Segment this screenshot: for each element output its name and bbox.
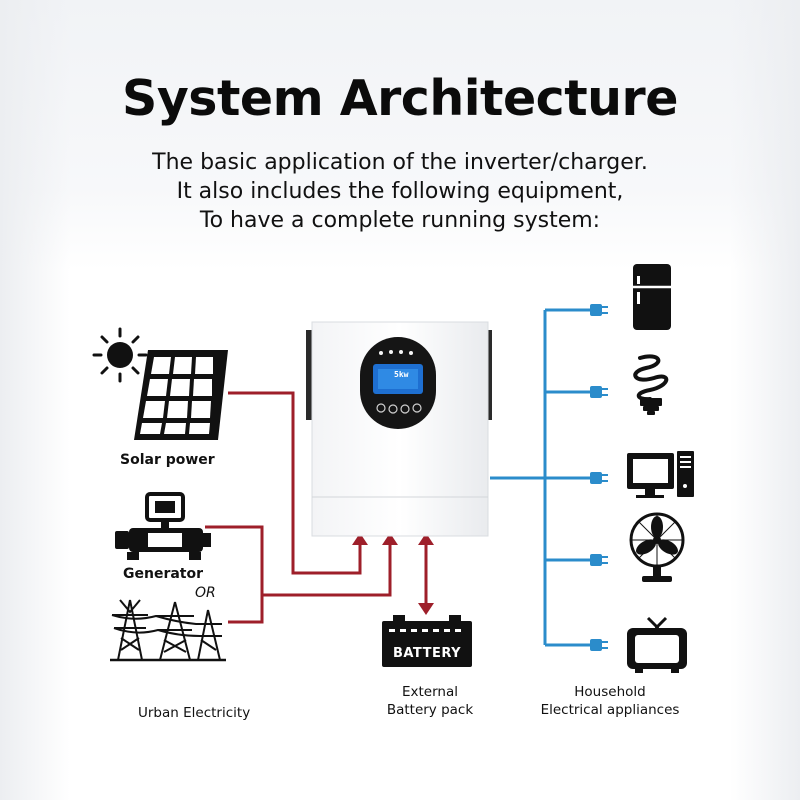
plug-icon <box>590 639 608 651</box>
or-label: OR <box>195 585 216 601</box>
solar-wire <box>228 391 362 575</box>
computer-icon <box>627 451 694 498</box>
page-title: System Architecture <box>122 70 678 127</box>
inverter-button <box>388 404 398 414</box>
solar-panel-icon <box>134 350 228 440</box>
solar-arrow <box>352 533 368 545</box>
subtitle-line-2: It also includes the following equipment… <box>176 179 624 204</box>
input-arrowheads <box>352 533 434 615</box>
inverter-button <box>400 404 410 414</box>
page-subtitle: The basic application of the inverter/ch… <box>0 148 800 235</box>
battery-device-text: BATTERY <box>392 646 462 661</box>
power-grid-icon <box>110 599 226 662</box>
inverter-lcd-readout: 5kw <box>394 370 409 379</box>
inverter-button <box>412 403 422 413</box>
external-battery-label: External Battery pack <box>370 683 490 719</box>
household-appliances-label: Household Electrical appliances <box>520 683 700 719</box>
plugs <box>590 304 608 651</box>
generator-label: Generator <box>123 566 204 582</box>
solar-power-label: Solar power <box>120 452 215 468</box>
light-bulb-icon <box>633 354 669 415</box>
generator-arrow <box>382 533 398 545</box>
fan-icon <box>629 512 685 582</box>
plug-icon <box>590 472 608 484</box>
external-battery-label-line-2: Battery pack <box>386 702 474 718</box>
grid-wire <box>228 595 264 624</box>
plug-icon <box>590 554 608 566</box>
household-appliances-label-line-1: Household <box>574 684 646 700</box>
input-wiring <box>205 391 428 624</box>
sun-icon <box>92 327 148 383</box>
external-battery-label-line-1: External <box>401 684 458 700</box>
inverter-unit <box>306 321 492 537</box>
header-background <box>0 0 800 270</box>
refrigerator-icon <box>633 264 671 330</box>
right-vignette <box>730 0 800 800</box>
household-appliances-label-line-2: Electrical appliances <box>540 702 680 718</box>
plug-icon <box>590 386 608 398</box>
left-vignette <box>0 0 70 800</box>
urban-electricity-label: Urban Electricity <box>138 705 251 721</box>
television-icon <box>627 616 687 673</box>
inverter-button <box>376 403 386 413</box>
generator-icon <box>115 492 211 560</box>
output-wiring <box>490 308 590 647</box>
plug-icon <box>590 304 608 316</box>
battery-icon <box>382 615 472 667</box>
subtitle-line-1: The basic application of the inverter/ch… <box>152 150 648 175</box>
subtitle-line-3: To have a complete running system: <box>199 208 601 233</box>
battery-arrow-up <box>418 533 434 545</box>
battery-arrow-down <box>418 603 434 615</box>
